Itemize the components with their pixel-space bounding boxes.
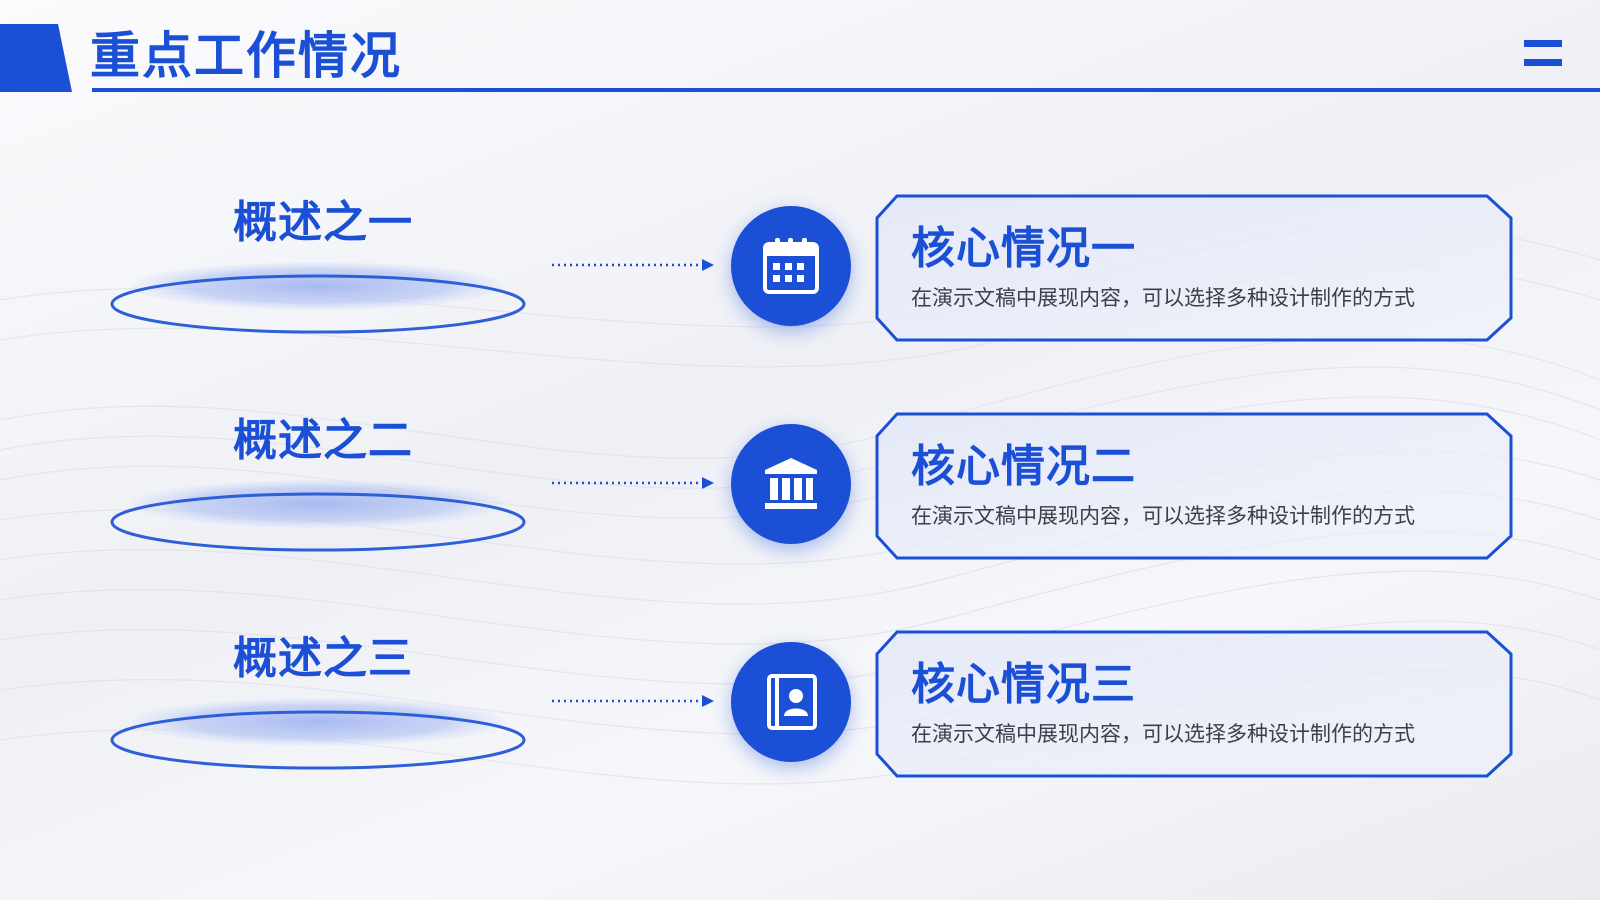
card-title: 核心情况二 bbox=[911, 441, 1136, 492]
overview-label: 概述之三 bbox=[233, 633, 413, 684]
connector-arrow bbox=[552, 477, 714, 489]
pedestal-graphic bbox=[110, 184, 526, 334]
item-row-3: 概述之三 核心情况三 在演示文稿中展现内容，可以选择多种设计制作的方式 bbox=[0, 620, 1600, 800]
menu-icon[interactable] bbox=[1524, 40, 1562, 66]
card-title: 核心情况三 bbox=[911, 659, 1136, 710]
page-title: 重点工作情况 bbox=[90, 27, 402, 85]
item-row-1: 概述之一 核心情况一 在演示文稿中展现内容，可以选择多种设计制作的方式 bbox=[0, 184, 1600, 364]
connector-arrow bbox=[552, 695, 714, 707]
overview-label: 概述之二 bbox=[233, 415, 413, 466]
header-underline bbox=[92, 88, 1600, 92]
overview-label: 概述之一 bbox=[233, 197, 413, 248]
card-description: 在演示文稿中展现内容，可以选择多种设计制作的方式 bbox=[911, 504, 1415, 528]
header-accent-block bbox=[0, 24, 72, 92]
info-card: 核心情况二 在演示文稿中展现内容，可以选择多种设计制作的方式 bbox=[875, 412, 1513, 560]
card-description: 在演示文稿中展现内容，可以选择多种设计制作的方式 bbox=[911, 286, 1415, 310]
icon-badge bbox=[731, 642, 851, 762]
icon-badge bbox=[731, 206, 851, 326]
card-frame bbox=[875, 412, 1513, 560]
pedestal-graphic bbox=[110, 402, 526, 552]
contact-book-icon bbox=[767, 674, 817, 730]
bank-icon bbox=[765, 458, 817, 509]
card-frame bbox=[875, 630, 1513, 778]
pedestal-graphic bbox=[110, 620, 526, 770]
connector-arrow bbox=[552, 259, 714, 271]
item-row-2: 概述之二 核心情况二 在演示文稿中展现内容，可以选择多种设计制作的方式 bbox=[0, 402, 1600, 582]
info-card: 核心情况一 在演示文稿中展现内容，可以选择多种设计制作的方式 bbox=[875, 194, 1513, 342]
calendar-icon bbox=[763, 238, 819, 294]
card-description: 在演示文稿中展现内容，可以选择多种设计制作的方式 bbox=[911, 722, 1415, 746]
icon-badge bbox=[731, 424, 851, 544]
info-card: 核心情况三 在演示文稿中展现内容，可以选择多种设计制作的方式 bbox=[875, 630, 1513, 778]
card-title: 核心情况一 bbox=[911, 223, 1136, 274]
card-frame bbox=[875, 194, 1513, 342]
